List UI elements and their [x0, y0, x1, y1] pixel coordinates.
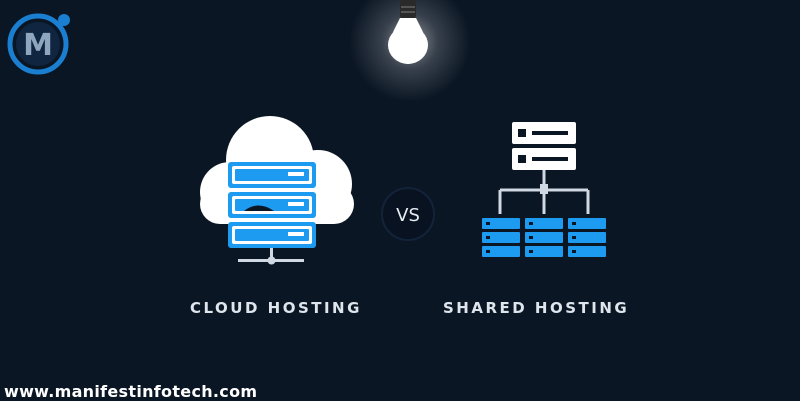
logo-letter: M: [23, 28, 53, 63]
brand-logo-icon: M: [7, 13, 70, 75]
light-bulb-icon: [350, 0, 470, 100]
shared-hosting-label: SHARED HOSTING: [443, 299, 630, 317]
shared-servers-icon: [482, 122, 606, 257]
website-url: www.manifestinfotech.com: [4, 382, 258, 401]
vs-label: VS: [396, 205, 420, 226]
cloud-hosting-label: CLOUD HOSTING: [190, 299, 362, 317]
cloud-server-icon: [200, 116, 354, 265]
vs-badge: VS: [381, 187, 435, 241]
